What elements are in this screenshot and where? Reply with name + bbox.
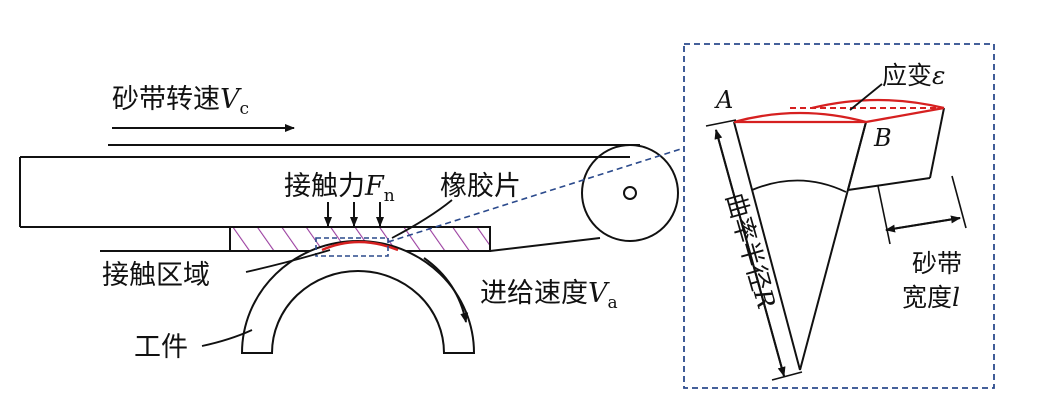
strain-surface-top <box>865 106 945 124</box>
workpiece-label: 工件 <box>134 332 188 363</box>
back-edge-base <box>847 177 931 191</box>
width-dimension-arrow-back <box>885 217 961 233</box>
radius-dimension-arrow-back <box>714 129 785 377</box>
pulley <box>581 144 679 242</box>
sector-arc <box>751 179 847 193</box>
belt-width-label-line2: 宽度l <box>902 283 960 312</box>
point-b-label: B <box>873 124 892 152</box>
contact-force-label: 接触力Fn <box>284 171 395 206</box>
radius-ext-top <box>705 119 737 127</box>
contact-detail-box <box>315 237 389 257</box>
strain-leader <box>849 83 883 111</box>
rubber-pad-label: 橡胶片 <box>440 171 521 202</box>
strain-surface-front <box>733 111 867 124</box>
detail-view-frame <box>683 43 995 389</box>
strain-label: 应变ε <box>882 61 945 90</box>
width-ext-right <box>951 175 967 229</box>
point-a-label: A <box>714 86 733 114</box>
feed-speed-arrow <box>423 257 469 323</box>
width-ext-left <box>877 185 891 245</box>
back-edge-2 <box>929 107 945 179</box>
workpiece-leader <box>201 329 253 347</box>
workpiece <box>240 240 476 354</box>
belt-width-label-line1: 砂带 <box>912 249 962 278</box>
radius-label: 曲率半径R <box>720 190 781 312</box>
radius-line-left <box>733 121 801 371</box>
strain-surface-back <box>811 98 945 110</box>
radius-ext-bottom <box>771 371 803 381</box>
contact-area-label: 接触区域 <box>102 260 210 291</box>
rubber-pad-leader <box>391 199 453 239</box>
feed-speed-label: 进给速度Va <box>480 278 618 313</box>
detail-connector <box>387 147 685 243</box>
back-edge-1 <box>847 121 867 191</box>
contact-area-leader <box>245 249 331 273</box>
belt-return-strand <box>489 237 601 252</box>
pulley-axle <box>623 186 637 200</box>
contact-curve <box>321 240 399 252</box>
belt-speed-label: 砂带转速Vc <box>112 84 249 119</box>
